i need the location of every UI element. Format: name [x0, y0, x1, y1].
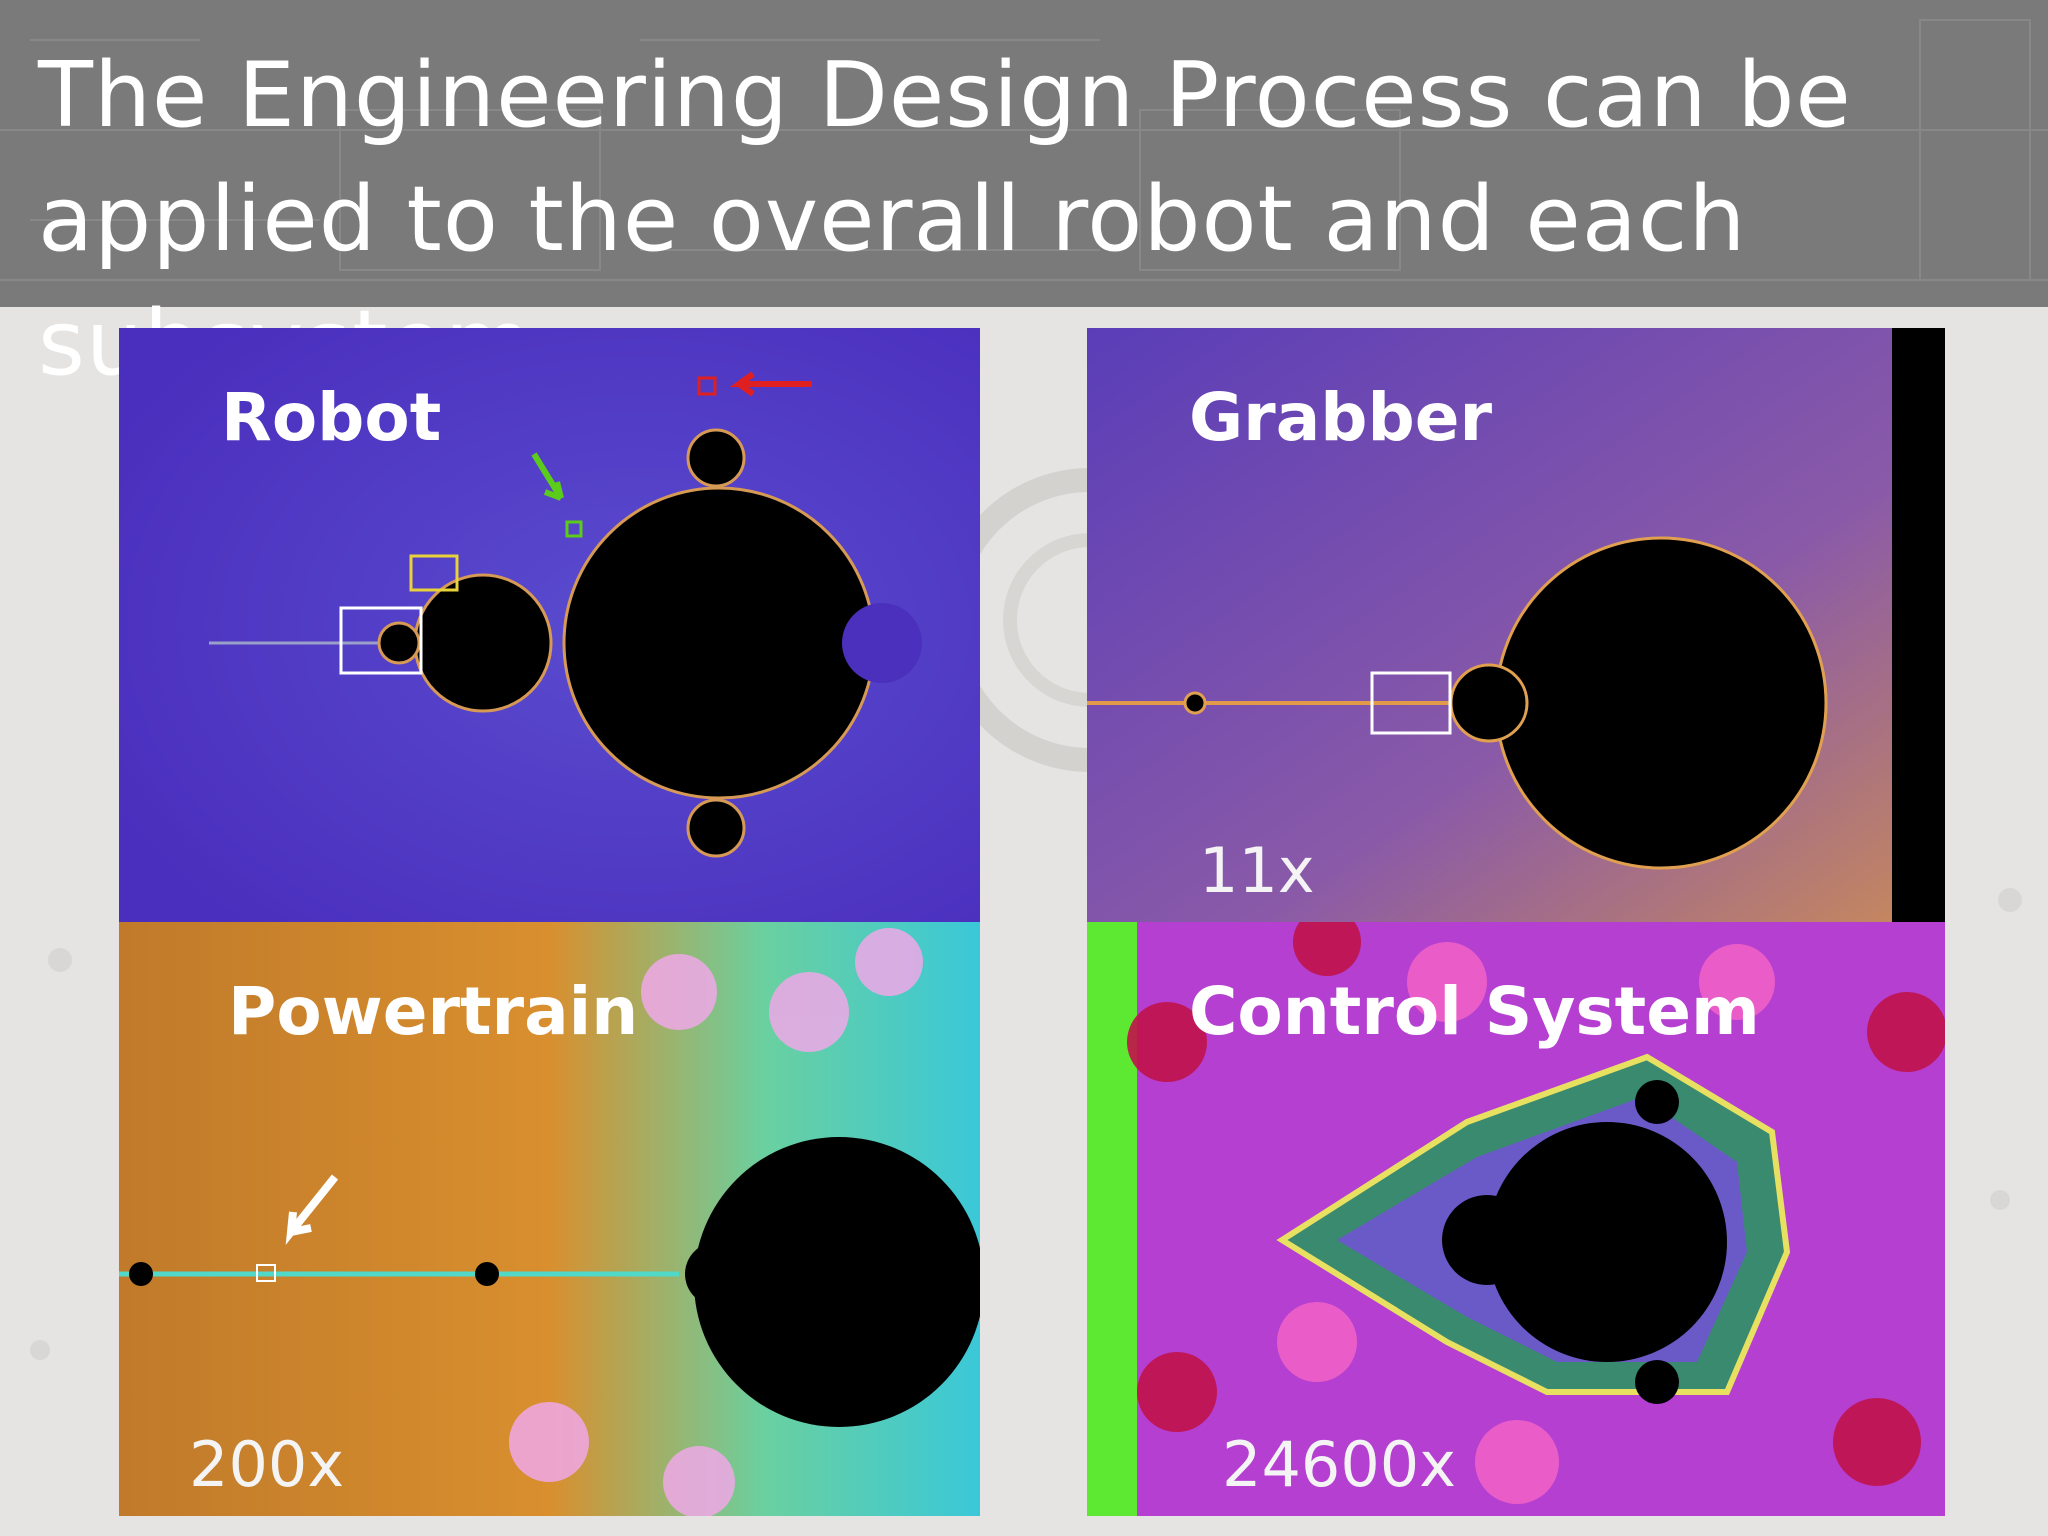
- panel-control-system: Control System 24600x: [1087, 922, 1945, 1516]
- mandelbrot-zoom-11x-image: [1087, 328, 1945, 922]
- mandelbrot-zoom-200x-image: [119, 922, 980, 1516]
- panel-label-grabber: Grabber: [1189, 379, 1493, 456]
- panel-label-control-system: Control System: [1189, 973, 1760, 1050]
- zoom-level-control-system: 24600x: [1222, 1428, 1456, 1501]
- mandelbrot-full-set-image: [119, 328, 980, 922]
- panel-label-robot: Robot: [221, 379, 442, 456]
- mandelbrot-zoom-24600x-image: [1087, 922, 1945, 1516]
- panel-label-powertrain: Powertrain: [228, 973, 639, 1050]
- zoom-level-powertrain: 200x: [189, 1428, 345, 1501]
- panel-robot: Robot: [119, 328, 980, 922]
- circuit-schematic-background: [0, 19, 2048, 281]
- panel-powertrain: Powertrain 200x: [119, 922, 980, 1516]
- zoom-level-grabber: 11x: [1199, 834, 1315, 907]
- panel-grabber: Grabber 11x: [1087, 328, 1945, 922]
- title-bar: The Engineering Design Process can be ap…: [0, 0, 2048, 396]
